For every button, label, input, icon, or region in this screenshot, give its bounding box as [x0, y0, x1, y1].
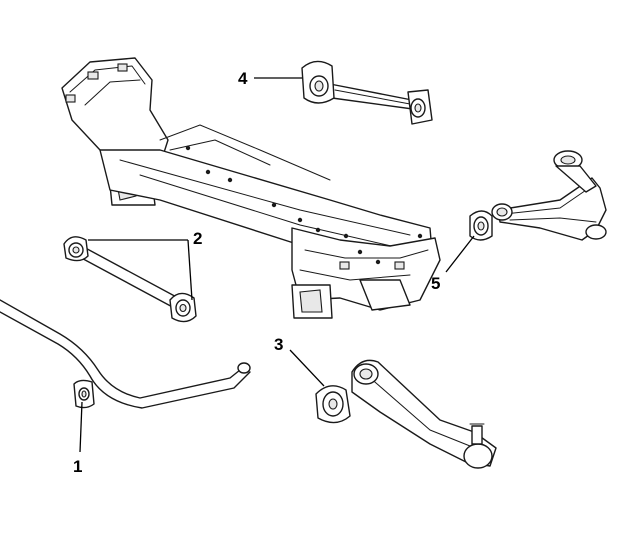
stabilizer-bar-1 [0, 299, 251, 409]
upper-link-4 [301, 60, 433, 125]
upper-arm-5 [469, 150, 607, 241]
callout-2: 2 [193, 229, 202, 248]
tie-rod-2 [63, 236, 197, 323]
callout-3: 3 [274, 335, 283, 354]
subframe [61, 57, 441, 319]
callout-5: 5 [431, 274, 440, 293]
callout-4: 4 [238, 69, 248, 88]
callout-leaders [79, 77, 475, 453]
lower-arm-3 [315, 359, 497, 469]
callout-1: 1 [73, 457, 82, 476]
